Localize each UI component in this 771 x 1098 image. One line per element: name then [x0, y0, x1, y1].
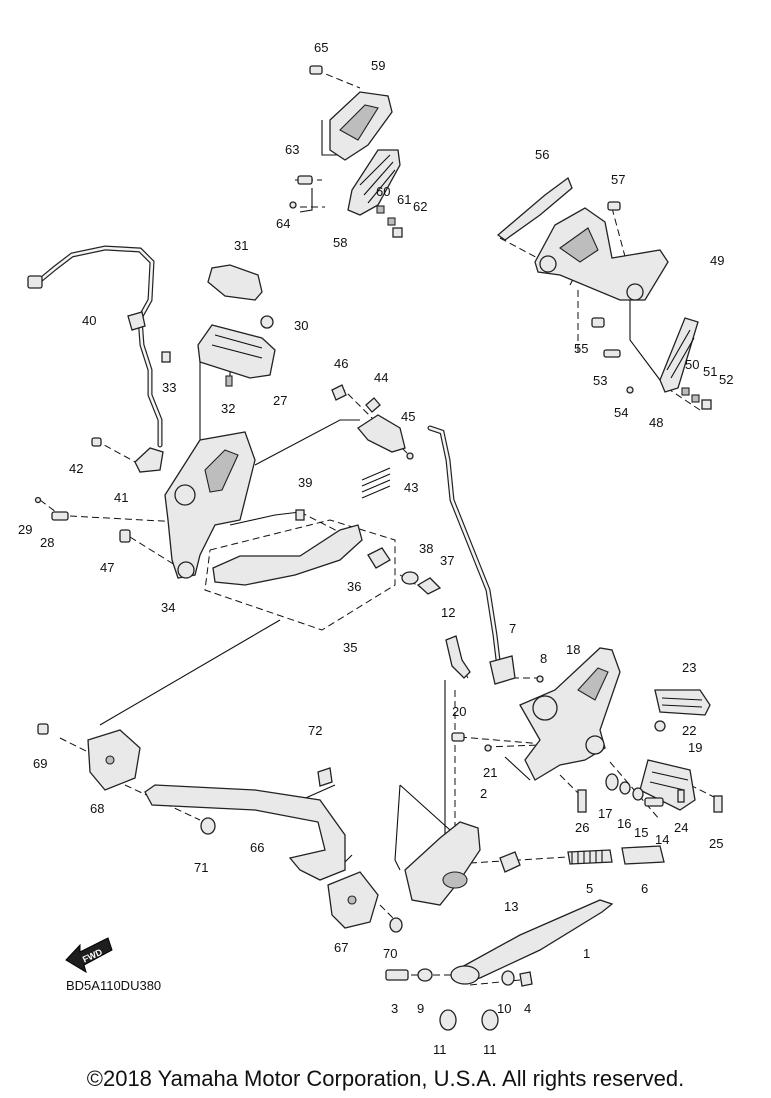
brake-footrest-assembly-right — [385, 647, 723, 1031]
callout-28: 28 — [40, 535, 54, 550]
callout-25: 25 — [709, 836, 723, 851]
callout-44: 44 — [374, 370, 388, 385]
callout-16: 16 — [617, 816, 631, 831]
callout-34: 34 — [161, 600, 175, 615]
callout-40: 40 — [82, 313, 96, 328]
callout-38: 38 — [419, 541, 433, 556]
callout-22: 22 — [682, 723, 696, 738]
callout-43: 43 — [404, 480, 418, 495]
callout-50: 50 — [685, 357, 699, 372]
callout-51: 51 — [703, 364, 717, 379]
callout-64: 64 — [276, 216, 290, 231]
callout-24: 24 — [674, 820, 688, 835]
fwd-arrow-icon: FWD — [65, 937, 113, 974]
lower-bar-assembly — [37, 723, 403, 933]
callout-36: 36 — [347, 579, 361, 594]
callout-39: 39 — [298, 475, 312, 490]
shift-assembly-left — [27, 245, 442, 595]
callout-33: 33 — [162, 380, 176, 395]
callout-59: 59 — [371, 58, 385, 73]
callout-11a: 11 — [433, 1042, 447, 1057]
callout-29: 29 — [18, 522, 32, 537]
callout-4: 4 — [524, 1001, 531, 1016]
callout-27: 27 — [273, 393, 287, 408]
diagram-code: BD5A110DU380 — [66, 978, 162, 993]
callout-11b: 11 — [483, 1042, 497, 1057]
callout-10: 10 — [497, 1001, 511, 1016]
callout-31: 31 — [234, 238, 248, 253]
passenger-footrest-assembly-right — [496, 176, 712, 410]
callout-66: 66 — [250, 840, 264, 855]
rider-footrest-upper-assembly — [289, 65, 403, 238]
callout-48: 48 — [649, 415, 663, 430]
callout-49: 49 — [710, 253, 724, 268]
callout-14: 14 — [655, 832, 669, 847]
callout-53: 53 — [593, 373, 607, 388]
callout-46: 46 — [334, 356, 348, 371]
brake-switch-assembly — [427, 425, 544, 685]
callout-63: 63 — [285, 142, 299, 157]
callout-42: 42 — [69, 461, 83, 476]
callout-57: 57 — [611, 172, 625, 187]
callout-60: 60 — [376, 184, 390, 199]
callout-20: 20 — [452, 704, 466, 719]
copyright-notice: ©2018 Yamaha Motor Corporation, U.S.A. A… — [86, 1066, 685, 1091]
callout-69: 69 — [33, 756, 47, 771]
callout-41: 41 — [114, 490, 128, 505]
callout-9: 9 — [417, 1001, 424, 1016]
callout-7: 7 — [509, 621, 516, 636]
callout-19: 19 — [688, 740, 702, 755]
callout-21: 21 — [483, 765, 497, 780]
callout-54: 54 — [614, 405, 628, 420]
callout-12: 12 — [441, 605, 455, 620]
callout-58: 58 — [333, 235, 347, 250]
callout-35: 35 — [343, 640, 357, 655]
callout-62: 62 — [413, 199, 427, 214]
callout-15: 15 — [634, 825, 648, 840]
callout-18: 18 — [566, 642, 580, 657]
callout-3: 3 — [391, 1001, 398, 1016]
callout-labels: 1 2 3 4 5 6 7 8 9 10 11 11 12 13 14 15 1… — [18, 40, 733, 1057]
callout-56: 56 — [535, 147, 549, 162]
callout-65: 65 — [314, 40, 328, 55]
callout-45: 45 — [401, 409, 415, 424]
callout-70: 70 — [383, 946, 397, 961]
callout-55: 55 — [574, 341, 588, 356]
callout-1: 1 — [583, 946, 590, 961]
callout-72: 72 — [308, 723, 322, 738]
callout-68: 68 — [90, 801, 104, 816]
callout-61: 61 — [397, 192, 411, 207]
callout-67: 67 — [334, 940, 348, 955]
callout-30: 30 — [294, 318, 308, 333]
callout-32: 32 — [221, 401, 235, 416]
callout-8: 8 — [540, 651, 547, 666]
callout-13: 13 — [504, 899, 518, 914]
callout-47: 47 — [100, 560, 114, 575]
callout-52: 52 — [719, 372, 733, 387]
callout-26: 26 — [575, 820, 589, 835]
callout-71: 71 — [194, 860, 208, 875]
callout-6: 6 — [641, 881, 648, 896]
callout-17: 17 — [598, 806, 612, 821]
callout-37: 37 — [440, 553, 454, 568]
callout-2: 2 — [480, 786, 487, 801]
callout-23: 23 — [682, 660, 696, 675]
callout-5: 5 — [586, 881, 593, 896]
